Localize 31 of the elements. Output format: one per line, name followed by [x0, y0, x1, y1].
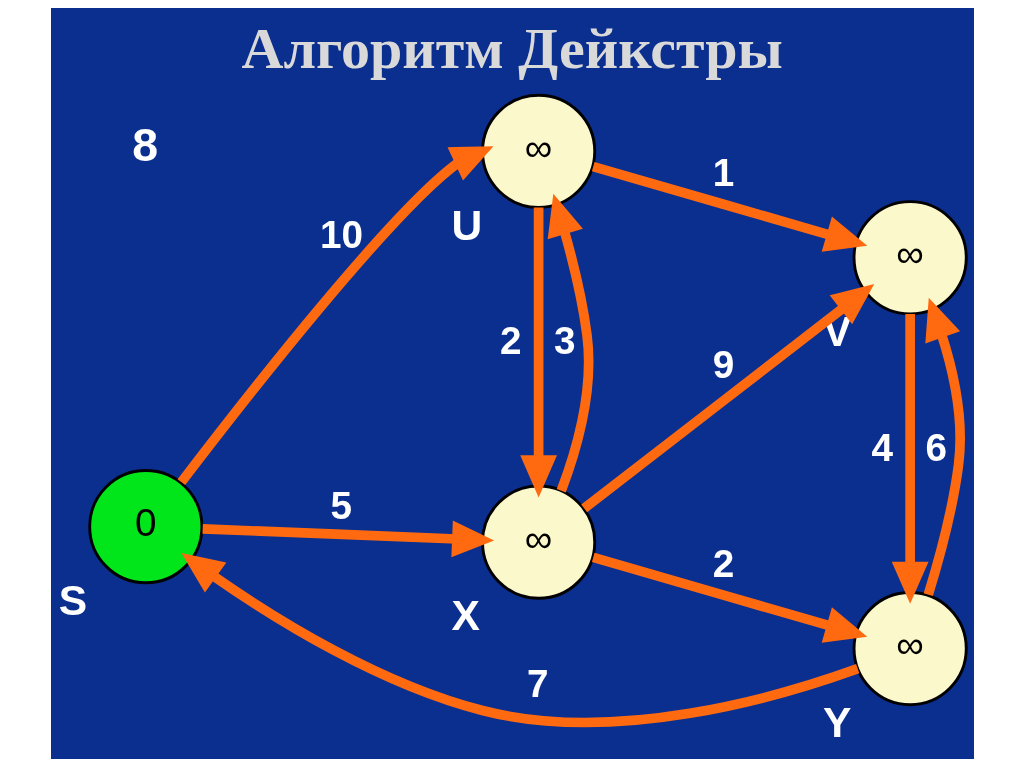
node-circle: ∞: [480, 93, 596, 209]
node-circle: ∞: [852, 200, 968, 316]
arrow: [180, 553, 859, 728]
arrow: [891, 314, 929, 604]
label: 8: [131, 119, 158, 172]
arrow: [923, 297, 965, 597]
node-circle: ∞: [480, 484, 596, 600]
edge-label: 5: [330, 483, 352, 527]
edge-label: 7: [526, 661, 549, 705]
arrow: [201, 520, 494, 558]
edge-label: 10: [319, 213, 363, 257]
diagram-title: Алгоритм Дейкстры: [241, 16, 783, 82]
edge-label: 3: [553, 319, 576, 363]
arrow: [547, 193, 593, 493]
arrow: [591, 552, 867, 643]
edge-label: 2: [712, 542, 734, 585]
node-label: X: [451, 591, 480, 640]
arrow: [519, 207, 557, 498]
node-label: U: [451, 200, 482, 249]
node-circle: 0: [87, 469, 203, 585]
arrow: [591, 161, 867, 252]
edge-label: 2: [499, 319, 521, 363]
node-label: Y: [822, 697, 851, 746]
edge-label: 1: [712, 151, 734, 195]
edge-label: 4: [870, 425, 893, 469]
arrow: [580, 284, 874, 513]
edge-label: 9: [712, 342, 734, 386]
arrow: [177, 146, 493, 486]
node-label: S: [58, 575, 87, 624]
node-circle: ∞: [852, 591, 968, 707]
edge-label: 6: [925, 425, 947, 469]
